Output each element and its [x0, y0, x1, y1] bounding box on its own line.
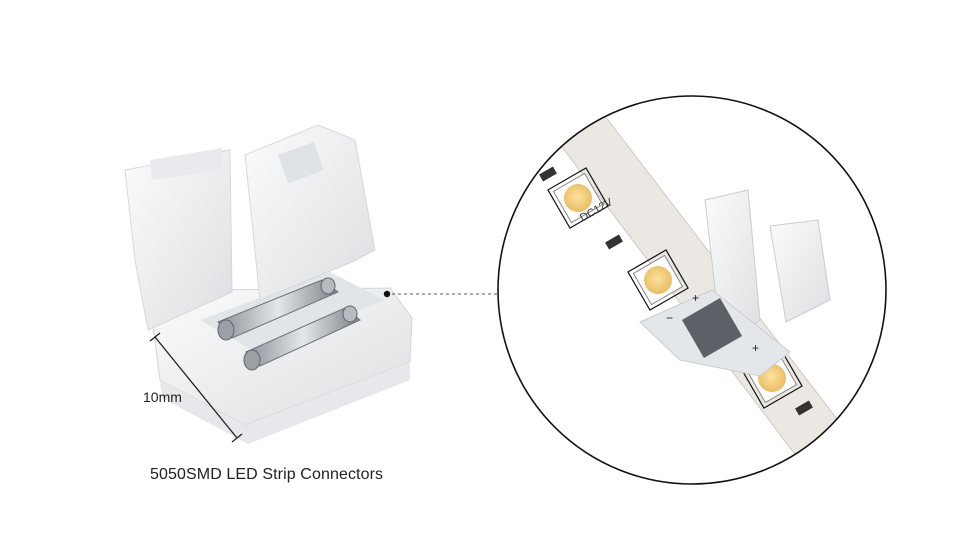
svg-text:−: − — [666, 311, 673, 325]
dimension-label: 10mm — [143, 389, 182, 405]
zoom-circle-border — [497, 95, 887, 485]
connector-product — [124, 124, 413, 444]
svg-text:+: + — [692, 291, 699, 305]
dimension-marker — [149, 332, 243, 443]
zoom-inset: + + − — [497, 95, 887, 485]
callout-pointer — [383, 290, 498, 298]
svg-text:+: + — [752, 341, 759, 355]
product-caption: 5050SMD LED Strip Connectors — [150, 466, 384, 483]
